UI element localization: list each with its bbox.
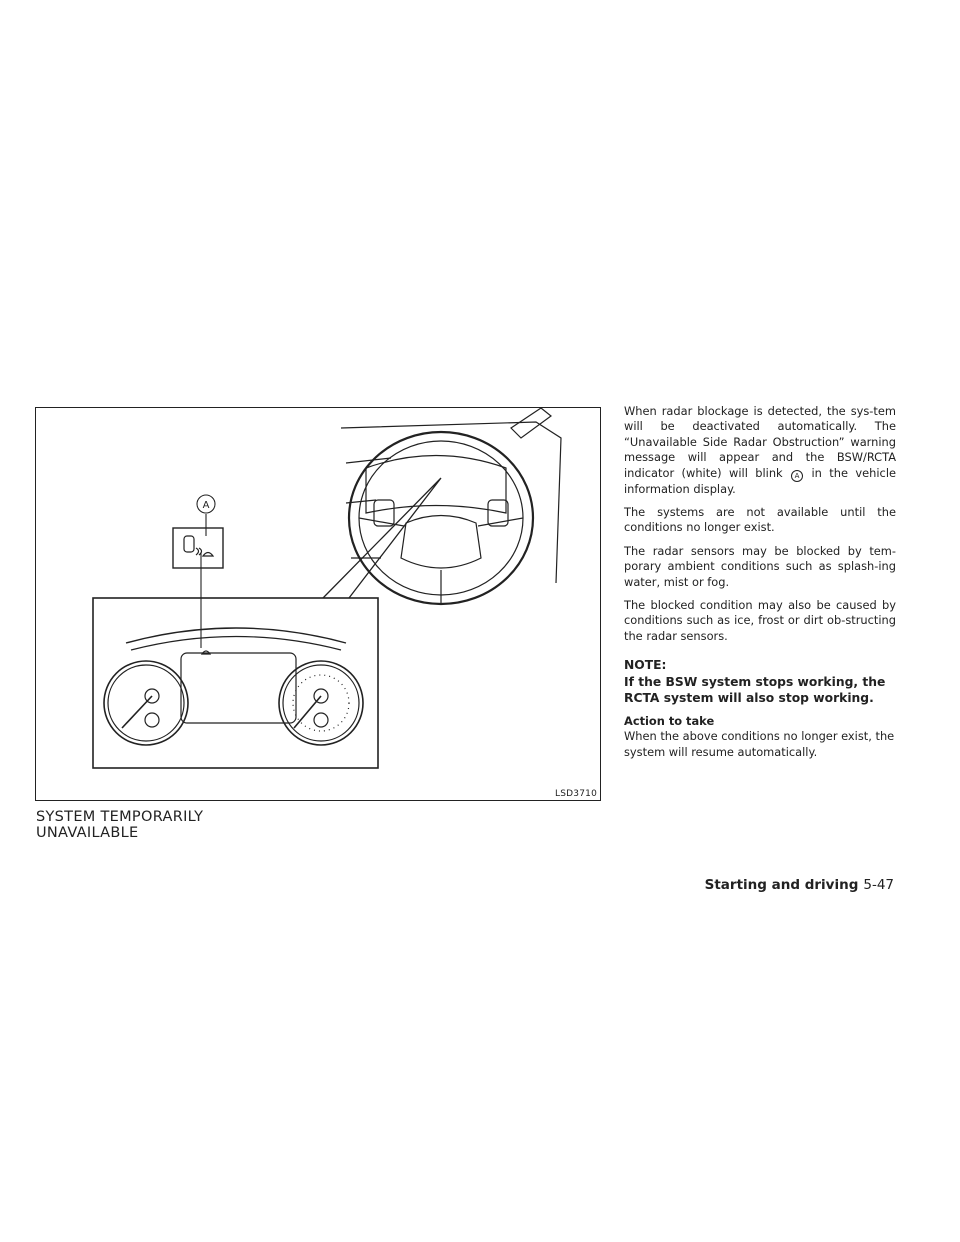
action-heading: Action to take [624, 713, 715, 728]
right-gauge [278, 660, 364, 746]
dashboard-outline [340, 421, 562, 584]
bsw-indicator-inset [172, 527, 224, 569]
steering-wheel [347, 430, 535, 606]
p1-text-after: in the vehicle information display. [624, 465, 896, 496]
callout-a-label: A [203, 500, 210, 511]
left-gauge [103, 660, 189, 746]
note-text: If the BSW system stops working, the RCT… [624, 674, 886, 705]
page-number: 5-47 [863, 877, 894, 893]
instrument-cluster-illustration: A [92, 408, 562, 769]
callout-lines [322, 477, 442, 599]
action-text: When the above conditions no longer exis… [624, 729, 895, 759]
footer-section-title: Starting and driving [704, 877, 859, 893]
note-heading: NOTE: [624, 658, 667, 673]
caption-line-2: UNAVAILABLE [36, 825, 139, 841]
paragraph-not-available: The systems are not available until the … [624, 505, 896, 535]
steering-hub [400, 514, 482, 569]
caption-line-1: SYSTEM TEMPORARILY [36, 809, 204, 825]
p1-text-before: When radar blockage is detected, the sys… [624, 404, 896, 480]
paragraph-blocked-condition: The blocked condition may also be caused… [624, 598, 896, 643]
body-text-column: When radar blockage is detected, the sys… [624, 404, 896, 760]
figure-code: LSD3710 [555, 789, 597, 799]
callout-a-marker: A [791, 469, 804, 482]
cluster-detail-box [92, 597, 379, 769]
figure-caption: SYSTEM TEMPORARILY UNAVAILABLE [36, 809, 336, 841]
paragraph-radar-blockage: When radar blockage is detected, the sys… [624, 404, 896, 497]
center-display [180, 652, 297, 724]
callout-circle-a [196, 494, 216, 514]
illustration-figure: A LSD3710 [35, 407, 601, 801]
wiper-stalk [510, 408, 552, 439]
paragraph-ambient-conditions: The radar sensors may be blocked by tem-… [624, 543, 896, 589]
